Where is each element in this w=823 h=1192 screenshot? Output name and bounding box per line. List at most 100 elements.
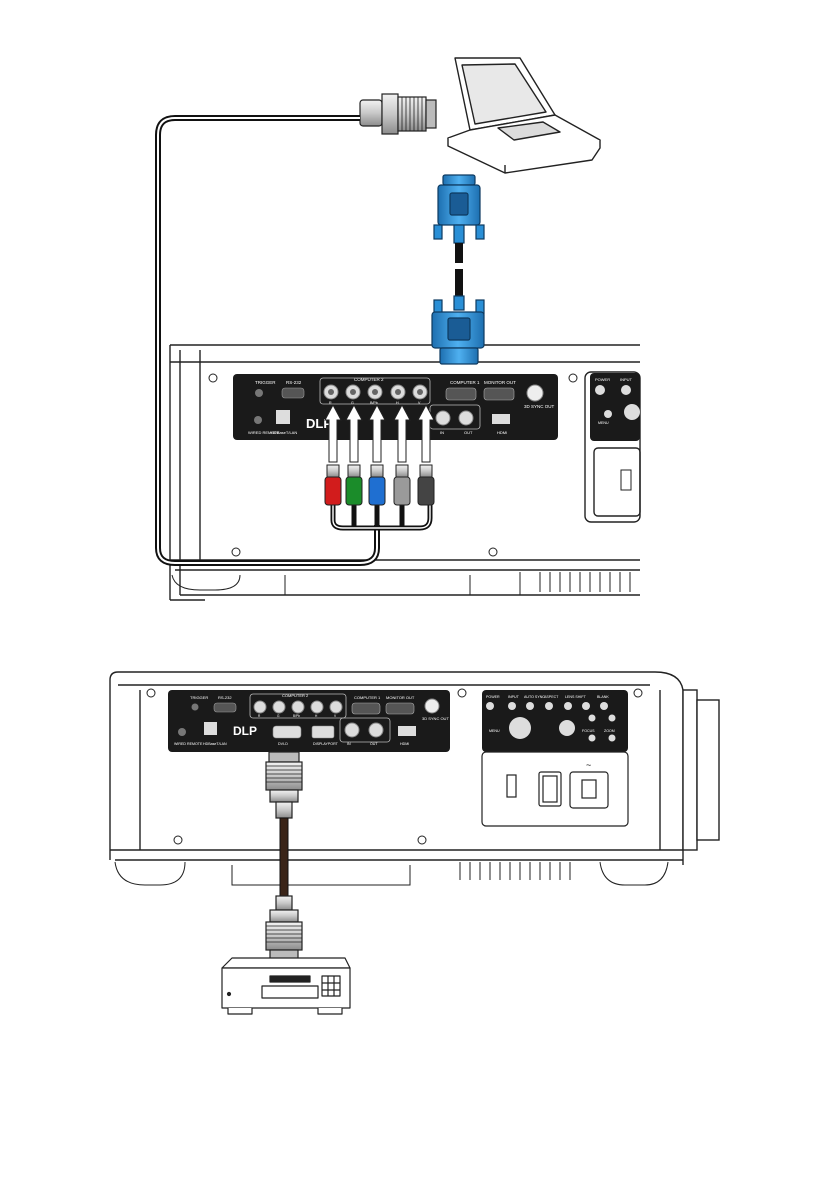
label-blank-b: BLANK <box>597 695 609 699</box>
dlp-logo-b: DLP <box>233 724 257 738</box>
rs232-port <box>281 387 305 399</box>
label-port-r-b: R <box>258 714 261 718</box>
label-wired-remote: WIRED REMOTE <box>248 430 280 435</box>
zoom-minus-b <box>608 734 616 742</box>
voltage-switch <box>620 469 632 491</box>
trigger-port-b <box>191 703 199 711</box>
label-computer1: COMPUTER 1 <box>450 380 480 385</box>
label-computer2-b: COMPUTER 2 <box>282 693 309 698</box>
hdbaset-in-port <box>435 410 451 426</box>
ac-symbol: ~ <box>586 760 591 770</box>
projector-body-bottom <box>109 671 720 865</box>
focus-minus-b <box>588 734 596 742</box>
label-rs232-b: RS-232 <box>218 695 232 700</box>
hdbaset-out-port <box>458 410 474 426</box>
label-hdbaset-b: HDBaseT/LAN <box>203 742 227 746</box>
label-focus-b: FOCUS <box>582 729 595 733</box>
vga-connector-lower <box>431 295 485 365</box>
dvd-player-icon <box>221 957 351 1015</box>
screw-icons-bottom <box>146 688 643 845</box>
top-diagram: TRIGGER RS-232 COMPUTER 2 COMPUTER 1 MON… <box>155 57 641 601</box>
hdbaset-port-b <box>204 722 217 735</box>
displayport-port-b <box>311 725 335 739</box>
wired-remote-port <box>254 416 262 424</box>
bnc-ports-bottom <box>253 700 343 714</box>
hdbaset-port <box>276 410 290 424</box>
label-lens-shift-b: LENS SHIFT <box>565 695 587 699</box>
power-button-b <box>486 702 494 710</box>
menu-button <box>604 410 612 418</box>
label-power: POWER <box>595 377 610 382</box>
lens-shift-button-b <box>564 702 572 710</box>
label-dvid-b: DVI-D <box>278 742 288 746</box>
center-lens-button-b <box>582 702 590 710</box>
power-panel-bottom: ~ <box>481 751 629 827</box>
3d-sync-out-port <box>526 384 544 402</box>
label-zoom-b: ZOOM <box>604 729 615 733</box>
hdmi-port <box>492 414 510 424</box>
label-menu-b: MENU <box>489 729 500 733</box>
label-port-g-b: G <box>277 714 280 718</box>
blank-button-b <box>600 702 608 710</box>
trigger-port <box>255 389 263 397</box>
monitor-out-port <box>483 387 515 401</box>
label-auto-sync-b: AUTO SYNC <box>524 695 545 699</box>
keypad-top: POWER INPUT <box>590 373 640 491</box>
component-breakout-cables <box>330 505 433 531</box>
lens-pad-b <box>559 720 575 736</box>
label-in-b: IN <box>347 742 351 746</box>
label-wired-remote-b: WIRED REMOTE <box>174 742 203 746</box>
label-rs232: RS-232 <box>286 380 302 385</box>
label-port-v: V <box>418 401 421 405</box>
vga-plug-silver-top <box>359 93 437 135</box>
zoom-plus-b <box>608 714 616 722</box>
aspect-button-b <box>545 702 553 710</box>
keypad-bottom: POWER INPUT AUTO SYNC ASPECT LENS SHIFT … <box>482 690 628 752</box>
power-button <box>595 385 605 395</box>
component-plugs <box>324 464 435 506</box>
io-panel-bottom: TRIGGER RS-232 COMPUTER 2 COMPUTER 1 MON… <box>168 690 450 752</box>
dvid-port-b <box>272 725 302 739</box>
label-menu: MENU <box>598 421 609 425</box>
projector-feet-top <box>171 572 631 596</box>
label-power-b: POWER <box>486 695 500 699</box>
wired-remote-port-b <box>178 728 186 736</box>
hdbaset-in-port-b <box>344 722 360 738</box>
laptop-icon <box>447 57 601 174</box>
vga-plug-top-bottom-diagram <box>265 751 303 819</box>
computer1-port <box>445 387 477 401</box>
monitor-out-port-b <box>385 702 415 715</box>
component-port-labels-bottom: R G B/Pb H V <box>258 714 337 718</box>
label-port-b: B/Pb <box>370 401 378 405</box>
label-monitor-out: MONITOR OUT <box>484 380 516 385</box>
bottom-diagram: TRIGGER RS-232 COMPUTER 2 COMPUTER 1 MON… <box>109 671 720 1015</box>
focus-plus-b <box>588 714 596 722</box>
label-input-b: INPUT <box>508 695 520 699</box>
label-computer2: COMPUTER 2 <box>354 377 384 382</box>
rs232-port-b <box>213 702 237 713</box>
video-cable-bottom <box>279 817 289 899</box>
label-aspect-b: ASPECT <box>544 695 559 699</box>
label-hdmi-b: HDMI <box>400 742 409 746</box>
label-port-v-b: V <box>334 714 337 718</box>
label-trigger-b: TRIGGER <box>190 695 208 700</box>
hdmi-port-b <box>398 726 416 736</box>
label-trigger: TRIGGER <box>255 380 276 385</box>
hdbaset-out-port-b <box>368 722 384 738</box>
label-out-b: OUT <box>370 742 378 746</box>
component-port-labels-top: R G B/Pb H V <box>329 401 421 405</box>
label-displayport-b: DISPLAYPORT <box>313 742 339 746</box>
connection-arrows <box>324 403 435 463</box>
vga-plug-lower-bottom-diagram <box>265 895 303 961</box>
input-button-b <box>508 702 516 710</box>
label-port-r: R <box>329 401 332 405</box>
3d-sync-out-port-b <box>424 698 440 714</box>
nav-pad-b <box>509 717 531 739</box>
auto-sync-button-b <box>526 702 534 710</box>
computer1-port-b <box>351 702 381 715</box>
label-port-g: G <box>351 401 354 405</box>
label-hdmi: HDMI <box>497 430 507 435</box>
label-port-b-b: B/Pb <box>293 714 300 718</box>
label-computer1-b: COMPUTER 1 <box>354 695 381 700</box>
